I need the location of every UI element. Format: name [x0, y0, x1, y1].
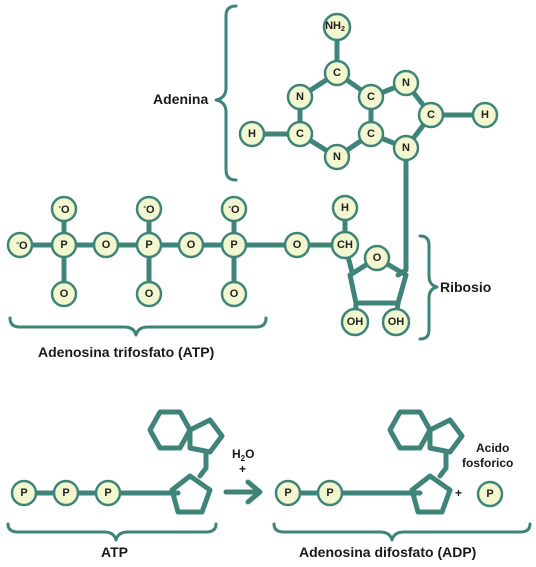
svg-text:OH: OH — [388, 316, 405, 328]
atom-o-p1-bottom: O — [50, 280, 78, 308]
atom-o-minus-p1: -O — [50, 195, 78, 223]
free-phosphate: P — [476, 480, 504, 508]
svg-text:P: P — [326, 487, 333, 499]
svg-text:O: O — [60, 288, 69, 300]
atom-o-ribose: O — [363, 244, 391, 272]
svg-text:C: C — [367, 91, 375, 103]
atom-h-left: H — [238, 120, 266, 148]
adp-phosphate-1: P — [274, 479, 302, 507]
atom-n-imidazole-bottom: N — [392, 134, 420, 162]
svg-text:O: O — [293, 239, 302, 251]
atom-o-bridge-1: O — [92, 231, 120, 259]
atom-c-right-upper: C — [357, 83, 385, 111]
svg-text:P: P — [230, 239, 237, 251]
atom-n-imidazole-top: N — [392, 69, 420, 97]
svg-text:NH2: NH2 — [325, 20, 345, 33]
svg-text:O: O — [230, 288, 239, 300]
atom-ch: CH — [330, 230, 360, 260]
svg-text:O: O — [187, 239, 196, 251]
atom-o-bridge-3: O — [283, 231, 311, 259]
atom-c-right-lower: C — [357, 120, 385, 148]
svg-text:N: N — [402, 77, 410, 89]
atom-c-left-lower: C — [286, 120, 314, 148]
svg-text:P: P — [60, 239, 67, 251]
adp-bottom-brace — [272, 522, 532, 542]
atp-phosphate-1: P — [10, 479, 38, 507]
atom-c-imidazole: C — [417, 101, 445, 129]
label-plus-acid: + — [455, 486, 462, 500]
svg-text:P: P — [486, 488, 493, 500]
svg-text:C: C — [333, 67, 341, 79]
atom-o-p2-bottom: O — [135, 280, 163, 308]
ribosio-brace — [418, 234, 439, 341]
atom-p2: P — [135, 231, 163, 259]
phosphate-atoms: -O -O P O O -O P O O -O P O O — [6, 195, 311, 308]
atom-oh-left: OH — [340, 307, 370, 337]
label-fosforico: fosforico — [462, 456, 513, 470]
svg-text:H: H — [341, 202, 349, 214]
svg-text:H: H — [248, 128, 256, 140]
svg-text:C: C — [367, 128, 375, 140]
label-adenina: Adenina — [153, 91, 208, 107]
atp-simplified: P P P — [10, 409, 225, 515]
reaction-arrow — [223, 479, 263, 505]
adp-phosphate-2: P — [316, 479, 344, 507]
label-adp: Adenosina difosfato (ADP) — [299, 544, 476, 560]
atom-o-minus-left: -O — [6, 231, 34, 259]
atp-bottom-brace — [6, 522, 218, 542]
atom-c-top: C — [323, 59, 351, 87]
atom-n-left: N — [286, 83, 314, 111]
svg-text:H: H — [481, 109, 489, 121]
svg-text:O: O — [373, 252, 382, 264]
svg-text:P: P — [62, 487, 69, 499]
atom-o-minus-p3: -O — [220, 195, 248, 223]
label-ribosio: Ribosio — [440, 279, 491, 295]
label-atp-full: Adenosina trifosfato (ATP) — [38, 344, 214, 360]
atp-phosphate-2: P — [52, 479, 80, 507]
svg-text:P: P — [104, 487, 111, 499]
atom-oh-right: OH — [381, 307, 411, 337]
adenina-brace — [214, 4, 238, 182]
label-acido: Acido — [476, 441, 509, 455]
svg-text:-O: -O — [58, 202, 70, 217]
label-atp: ATP — [101, 544, 128, 560]
svg-text:C: C — [296, 128, 304, 140]
svg-text:P: P — [145, 239, 152, 251]
atom-o-p3-bottom: O — [220, 280, 248, 308]
svg-text:OH: OH — [347, 316, 364, 328]
svg-text:N: N — [333, 151, 341, 163]
atom-o-bridge-2: O — [177, 231, 205, 259]
label-water: H2O — [232, 447, 254, 463]
label-plus-water: + — [239, 462, 246, 476]
svg-text:-O: -O — [143, 202, 155, 217]
atom-p1: P — [50, 231, 78, 259]
svg-text:O: O — [102, 239, 111, 251]
adenine-atoms: NH2 C N C N C H H C C N N — [238, 12, 499, 171]
atom-o-minus-p2: -O — [135, 195, 163, 223]
svg-text:N: N — [296, 91, 304, 103]
bonds — [15, 24, 488, 325]
svg-text:N: N — [402, 142, 410, 154]
atom-nh2: NH2 — [322, 12, 352, 42]
adp-simplified: P P — [274, 409, 465, 515]
atom-h-imidazole: H — [471, 101, 499, 129]
svg-text:O: O — [145, 288, 154, 300]
svg-text:P: P — [20, 487, 27, 499]
svg-text:CH: CH — [337, 239, 353, 251]
svg-text:-O: -O — [228, 202, 240, 217]
atp-brace — [8, 316, 268, 337]
atom-h-ch: H — [331, 194, 359, 222]
svg-text:C: C — [427, 109, 435, 121]
svg-text:P: P — [284, 487, 291, 499]
ribose-atoms: H CH O OH OH — [330, 194, 411, 337]
atom-p3: P — [220, 231, 248, 259]
svg-text:-O: -O — [16, 238, 28, 253]
atp-phosphate-3: P — [94, 479, 122, 507]
atom-n-bottom: N — [323, 143, 351, 171]
